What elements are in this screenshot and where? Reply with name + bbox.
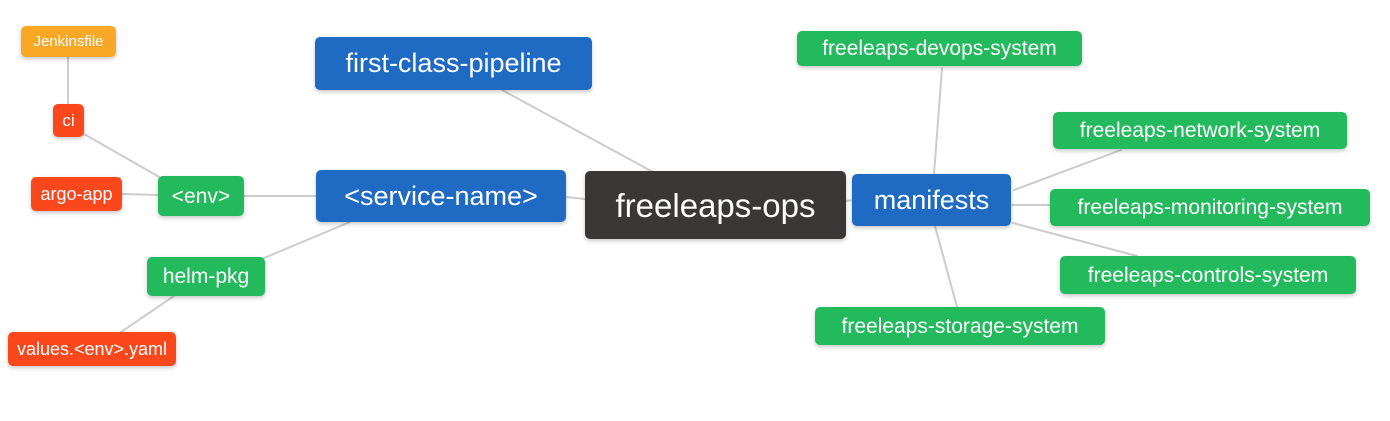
mindmap-node-ci[interactable]: ci xyxy=(53,104,84,137)
mindmap-node-service-name[interactable]: <service-name> xyxy=(316,170,566,222)
mindmap-node-helm-pkg[interactable]: helm-pkg xyxy=(147,257,265,296)
edge-manifests--network-system xyxy=(1013,149,1122,191)
mindmap-node-monitoring-system[interactable]: freeleaps-monitoring-system xyxy=(1050,189,1370,226)
mindmap-node-values-env-yaml[interactable]: values.<env>.yaml xyxy=(8,332,176,366)
edge-service-name--helm-pkg xyxy=(263,221,351,259)
mindmap-node-controls-system[interactable]: freeleaps-controls-system xyxy=(1060,256,1356,294)
edge-ci--env xyxy=(83,133,162,179)
edge-manifests--storage-system xyxy=(934,225,958,308)
mindmap-node-storage-system[interactable]: freeleaps-storage-system xyxy=(815,307,1105,345)
edge-helm-pkg--values-env-yaml xyxy=(120,295,175,333)
mindmap-node-devops-system[interactable]: freeleaps-devops-system xyxy=(797,31,1082,66)
mindmap-node-manifests[interactable]: manifests xyxy=(852,174,1011,226)
edge-freeleaps-ops--manifests xyxy=(845,199,854,202)
edge-first-class-pipeline--freeleaps-ops xyxy=(501,89,654,173)
mindmap-node-first-class-pipeline[interactable]: first-class-pipeline xyxy=(315,37,592,90)
edge-manifests--devops-system xyxy=(933,67,943,175)
mindmap-node-env[interactable]: <env> xyxy=(158,176,244,216)
edge-argo-app--env xyxy=(121,193,159,196)
edge-manifests--controls-system xyxy=(1012,222,1138,257)
mindmap-node-freeleaps-ops[interactable]: freeleaps-ops xyxy=(585,171,846,239)
mindmap-node-jenkinsfile[interactable]: Jenkinsfile xyxy=(21,26,116,57)
mindmap-node-argo-app[interactable]: argo-app xyxy=(31,177,122,211)
mindmap-node-network-system[interactable]: freeleaps-network-system xyxy=(1053,112,1347,149)
edge-service-name--freeleaps-ops xyxy=(565,196,586,200)
